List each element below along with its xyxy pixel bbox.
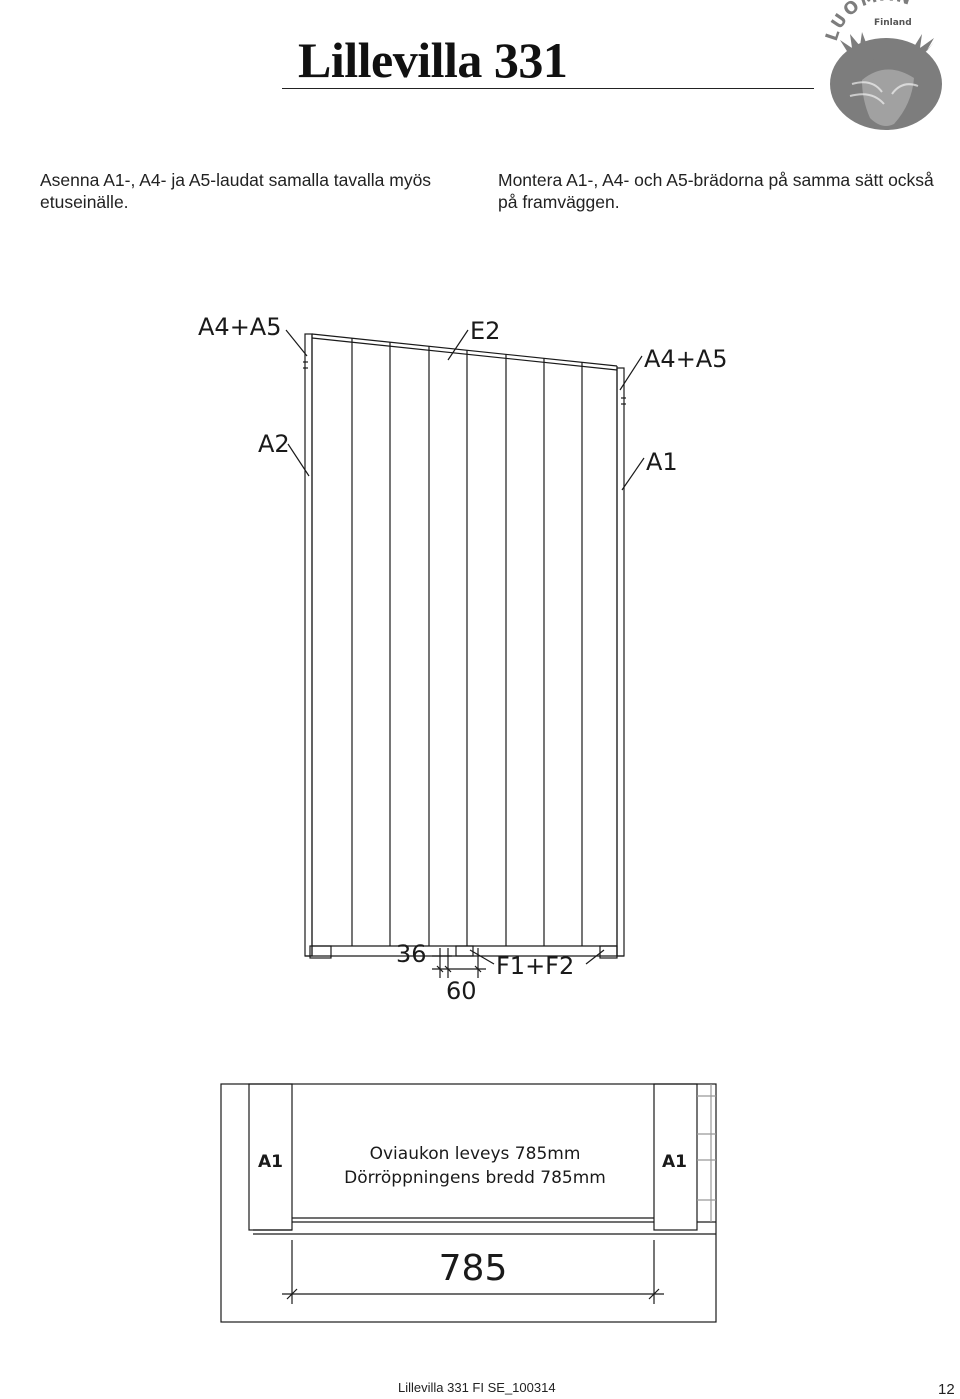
leader-line <box>287 443 310 477</box>
leader-line <box>447 329 469 361</box>
luoman-logo: LUOMAN Finland <box>822 0 942 130</box>
floor-joist-right <box>599 945 618 959</box>
instruction-text-se: Montera A1-, A4- och A5-brädorna på samm… <box>498 170 934 212</box>
dimension-bottom: 60 <box>446 977 477 1005</box>
page-number: 12 <box>938 1381 955 1398</box>
leader-line <box>619 355 643 391</box>
page-title: Lillevilla 331 <box>298 32 568 88</box>
floor-joist-left <box>309 945 332 959</box>
roof-edge-line <box>311 333 618 367</box>
label-bottom-right: F1+F2 <box>496 952 574 980</box>
leader-line <box>621 457 645 491</box>
door-dimension-value: 785 <box>439 1248 508 1289</box>
instruction-text-fi: Asenna A1-, A4- ja A5-laudat samalla tav… <box>40 170 432 212</box>
drawing-frame <box>220 1083 717 1323</box>
label-mid-right: A1 <box>646 448 678 476</box>
moose-head-icon <box>830 32 942 130</box>
leader-line <box>285 329 308 357</box>
dimension-small: 36 <box>396 940 427 968</box>
label-mid-left: A2 <box>258 430 290 458</box>
label-top-center: E2 <box>470 317 500 345</box>
side-board-left <box>304 333 313 957</box>
door-post-right-label: A1 <box>662 1152 687 1172</box>
door-post-left-label: A1 <box>258 1152 283 1172</box>
door-opening-diagram: A1 A1 Oviaukon leveys 785mm Dörröppninge… <box>220 1083 717 1323</box>
label-top-left: A4+A5 <box>198 313 281 341</box>
side-board-right <box>616 367 625 957</box>
floor-joist-center <box>455 945 474 957</box>
logo-subtext: Finland <box>874 18 912 28</box>
front-wall-diagram: A4+A5 E2 A4+A5 A2 A1 36 60 F1+F2 <box>198 313 727 1005</box>
door-caption-fi: Oviaukon leveys 785mm <box>370 1144 581 1164</box>
footer-doc-ref: Lillevilla 331 FI SE_100314 <box>398 1380 556 1395</box>
leader-line <box>585 949 605 965</box>
label-top-right: A4+A5 <box>644 345 727 373</box>
title-divider <box>282 88 814 89</box>
door-post-right <box>653 1083 698 1231</box>
door-caption-se: Dörröppningens bredd 785mm <box>344 1168 606 1188</box>
